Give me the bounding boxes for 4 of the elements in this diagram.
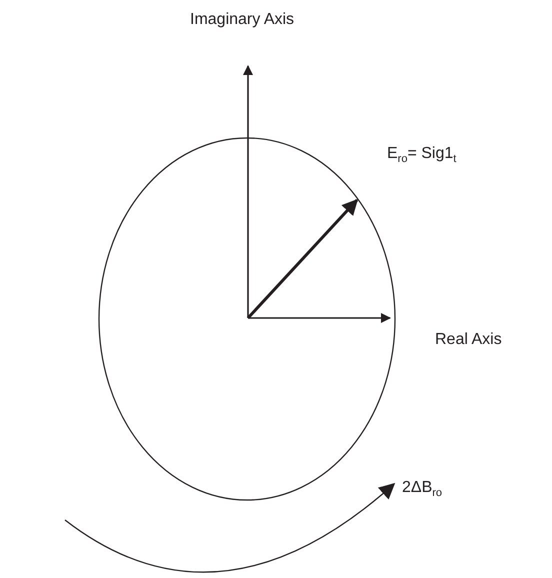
axis-label: Imaginary Axis <box>190 10 294 30</box>
axis-label: Real Axis <box>435 330 502 350</box>
rotation-label: 2ΔB$_{ro}$ <box>402 478 442 500</box>
phasor-label: E$_{ro}$= Sig1$_{t}$ <box>387 144 456 166</box>
